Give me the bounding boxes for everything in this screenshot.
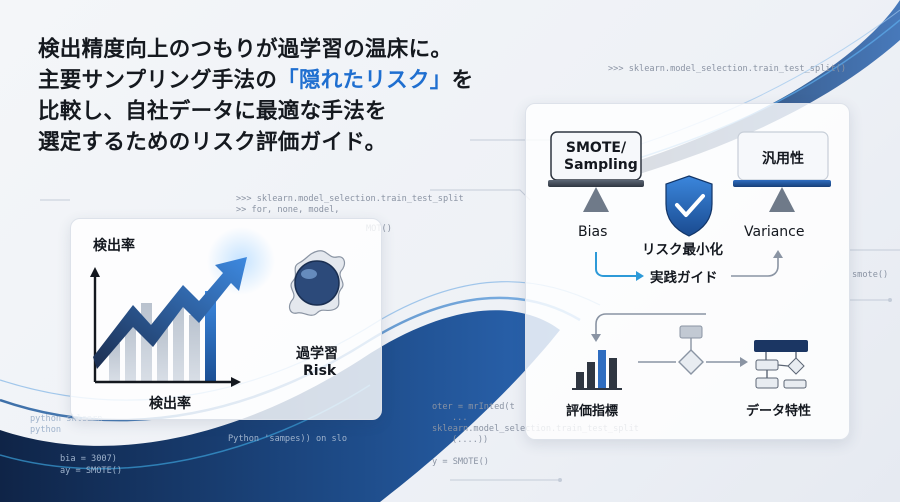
arrow-head-icon: [740, 357, 748, 367]
data-features-label: データ特性: [746, 404, 812, 419]
arrow-head-icon: [591, 334, 601, 342]
code-snippet: >> for, none, model,: [236, 205, 340, 215]
right-pan: [733, 180, 831, 187]
left-fulcrum: [583, 187, 609, 212]
growth-arrow-icon: [93, 257, 247, 369]
y-axis-arrow-icon: [90, 267, 100, 277]
chart-bar: [141, 303, 152, 381]
chart-bar: [157, 326, 168, 381]
bar-chart-icon: [572, 350, 622, 390]
overfitting-chart-card: 検出率: [70, 218, 382, 420]
sampling-label: SMOTE/ Sampling: [564, 140, 638, 173]
x-axis-label: 検出率: [149, 396, 191, 412]
risk-label: Risk: [303, 363, 337, 379]
flowchart-icon: [754, 340, 808, 389]
guide-to-variance-arrow: [731, 256, 779, 277]
chart-bar: [205, 291, 216, 381]
shield-check-icon: [665, 175, 713, 237]
bias-to-guide-arrow: [595, 252, 638, 277]
code-snippet: >>> sklearn.model_selection.train_test_s…: [608, 64, 846, 74]
chart-bar: [125, 319, 136, 381]
right-fulcrum: [769, 187, 795, 212]
metrics-label: 評価指標: [566, 404, 619, 419]
variance-label: Variance: [744, 224, 805, 240]
code-snippet: y = SMOTE(): [432, 457, 489, 467]
y-axis-label: 検出率: [93, 238, 135, 254]
headline-line-1: 検出精度向上のつもりが過学習の温床に。: [38, 37, 453, 62]
left-pan: [548, 180, 644, 187]
code-snippet: ay = SMOTE(): [60, 466, 123, 476]
guide-down-arrow: [595, 313, 706, 336]
growth-chart: [90, 227, 346, 387]
headline-line-3: 比較し、自社データに最適な手法を: [38, 99, 387, 124]
code-snippet: smote(): [852, 270, 889, 280]
headline-line-4: 選定するためのリスク評価ガイド。: [38, 130, 387, 155]
balance-diagram: [548, 131, 831, 390]
risk-balance-card: SMOTE/ Sampling 汎用性 Bias リスク最小化 Variance…: [525, 103, 850, 440]
code-snippet: Python 'sampes)) on slo: [228, 434, 347, 444]
risk-minimization-label: リスク最小化: [642, 242, 723, 258]
headline: 検出精度向上のつもりが過学習の温床に。 主要サンプリング手法の「隠れたリスク」を…: [38, 34, 518, 158]
code-snippet: oter = mrInted(t: [432, 402, 515, 412]
arrow-head-icon: [636, 271, 644, 281]
code-snippet: ...: [452, 413, 468, 423]
chart-bar: [109, 343, 120, 381]
bias-label: Bias: [578, 224, 608, 240]
headline-line-2: 主要サンプリング手法の「隠れたリスク」を: [38, 68, 474, 93]
headline-accent: 「隠れたリスク」: [277, 68, 452, 93]
chart-bars: [109, 291, 216, 381]
arrow-head-icon: [773, 250, 783, 258]
flowchart-small-icon: [678, 325, 704, 375]
chart-bar: [189, 315, 200, 381]
code-snippet: >>> sklearn.model_selection.train_test_s…: [236, 194, 464, 204]
x-axis-arrow-icon: [231, 377, 241, 387]
code-snippet: (....)): [452, 435, 489, 445]
overfitting-label: 過学習: [296, 346, 338, 362]
chart-bar: [173, 299, 184, 381]
code-snippet: bia = 3007): [60, 454, 117, 464]
generalization-label: 汎用性: [762, 151, 804, 167]
practical-guide-label: 実践ガイド: [650, 270, 718, 286]
virus-sphere-icon: [288, 250, 346, 316]
code-snippet: python: [30, 425, 62, 435]
